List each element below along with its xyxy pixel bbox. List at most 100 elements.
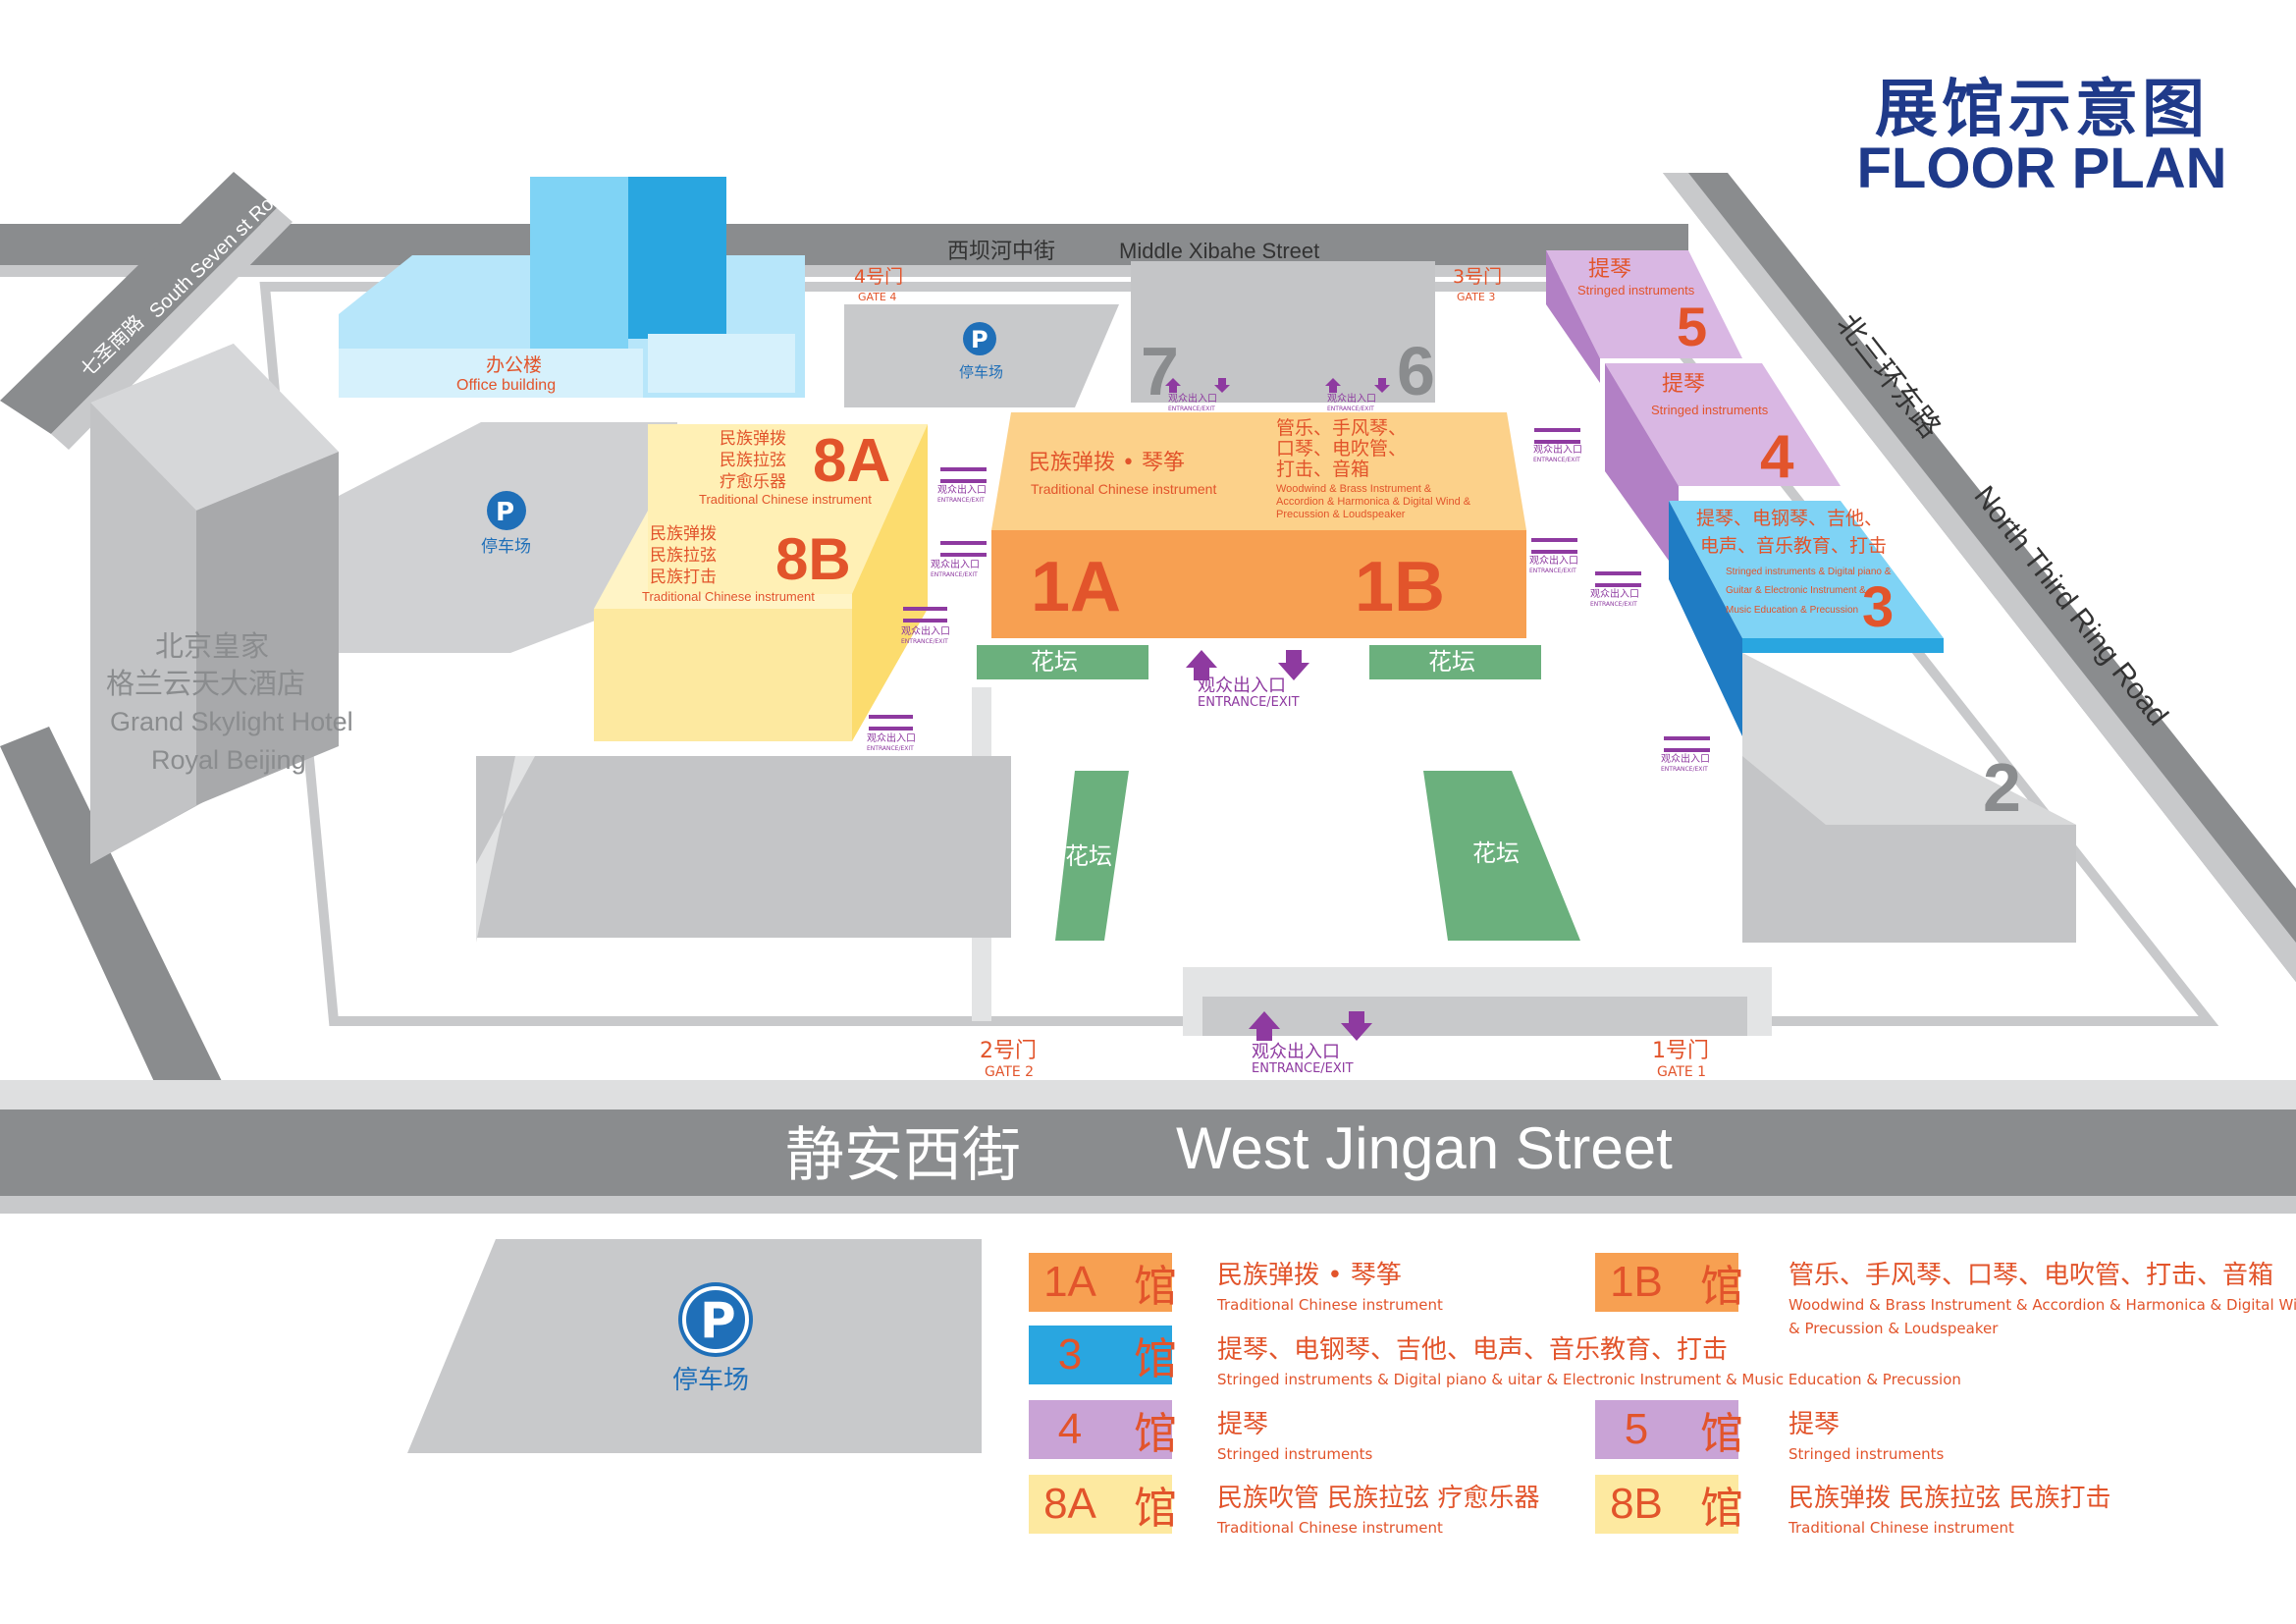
- west-road: [0, 172, 277, 434]
- hall-8a-cn2: 民族拉弦: [720, 451, 786, 470]
- entrance-side-en: ENTRANCE/EXIT: [931, 571, 978, 578]
- hotel-en1: Grand Skylight Hotel: [110, 707, 353, 736]
- legend-4-text: 提琴 Stringed instruments: [1217, 1404, 1372, 1464]
- building-center-left-roof: [476, 756, 535, 943]
- parking-icon: [963, 322, 996, 355]
- entrance-side-en: ENTRANCE/EXIT: [867, 745, 914, 752]
- building-south-gate-inner: [1202, 997, 1747, 1036]
- page-title-cn: 展馆示意图: [1875, 74, 2209, 146]
- north-road: [0, 224, 1688, 265]
- hall-1b-en1: Woodwind & Brass Instrument &: [1276, 483, 1432, 495]
- parking-label: 停车场: [672, 1366, 749, 1395]
- legend-en2: & Precussion & Loudspeaker: [1789, 1320, 1999, 1337]
- legend-kw: 馆: [1134, 1485, 1177, 1533]
- parking-icon-ring: [682, 1286, 749, 1353]
- entrance-side-cn: 观众出入口: [931, 558, 980, 570]
- legend-1a: 1A 馆: [1029, 1251, 1200, 1314]
- hall-4-code: 4: [1760, 423, 1794, 491]
- entrance-side-en: ENTRANCE/EXIT: [937, 497, 985, 504]
- hall-1b-en2: Accordion & Harmonica & Digital Wind &: [1276, 496, 1471, 508]
- legend-code: 3: [1057, 1330, 1083, 1379]
- legend-en: Traditional Chinese instrument: [1789, 1519, 2014, 1537]
- east-road-edge: [1663, 173, 2296, 982]
- legend-code: 4: [1057, 1405, 1083, 1453]
- legend-5: 5 馆: [1595, 1398, 1766, 1461]
- entrance-south-en: ENTRANCE/EXIT: [1252, 1061, 1354, 1076]
- legend-en: Stringed instruments: [1217, 1445, 1373, 1463]
- hall-8b-side: [852, 424, 928, 741]
- garden-3: [1055, 771, 1129, 941]
- hall-2-code: 2: [1983, 749, 2021, 826]
- garden-4: [1423, 771, 1580, 941]
- legend-kw: 馆: [1700, 1263, 1743, 1311]
- legend-en: Traditional Chinese instrument: [1217, 1296, 1443, 1314]
- hotel-cn1: 北京皇家: [155, 629, 269, 663]
- building-north-mid: [844, 304, 1119, 407]
- hall-4-cn: 提琴: [1662, 372, 1705, 397]
- hall-1b-code: 1B: [1355, 548, 1445, 626]
- hall-8b-en: Traditional Chinese instrument: [642, 589, 815, 604]
- entrance-side-en: ENTRANCE/EXIT: [901, 638, 948, 645]
- legend-box-4: [1029, 1400, 1172, 1459]
- garden-label-2: 花坛: [1428, 648, 1475, 676]
- entrance-main-en: ENTRANCE/EXIT: [1198, 695, 1300, 710]
- hall-3-code: 3: [1862, 575, 1894, 639]
- hall-8b-cn2: 民族拉弦: [650, 546, 717, 566]
- entrance-side-cn: 观众出入口: [901, 624, 950, 637]
- hall-8a-cn1: 民族弹拨: [720, 429, 786, 449]
- legend-cn: 提琴: [1217, 1410, 1269, 1439]
- parking-letter: P: [700, 1292, 736, 1349]
- legend-kw: 馆: [1700, 1410, 1743, 1458]
- hall-5-en: Stringed instruments: [1577, 283, 1695, 298]
- entrance-side-cn: 观众出入口: [1661, 752, 1710, 765]
- legend-box-8b: [1595, 1475, 1738, 1534]
- legend-en: Stringed instruments & Digital piano & u…: [1217, 1371, 1961, 1388]
- entrance-side-en: ENTRANCE/EXIT: [1529, 568, 1576, 574]
- parking-icon: [487, 491, 526, 530]
- south-road: [0, 1110, 2296, 1208]
- entrance-side-en: ENTRANCE/EXIT: [1590, 601, 1637, 608]
- legend-kw: 馆: [1134, 1263, 1177, 1311]
- legend-code: 8A: [1043, 1480, 1096, 1528]
- hall-1b-cn2: 口琴、电吹管、: [1276, 438, 1407, 460]
- legend-en: Stringed instruments: [1789, 1445, 1945, 1463]
- legend-8a-text: 民族吹管 民族拉弦 疗愈乐器 Traditional Chinese instr…: [1217, 1478, 1540, 1538]
- entrance-south-cn: 观众出入口: [1252, 1042, 1340, 1062]
- hall-5-top: [1546, 250, 1742, 358]
- legend-box-1a: [1029, 1253, 1172, 1312]
- gate-4-cn: 4号门: [854, 266, 903, 288]
- hall-1a-code: 1A: [1031, 548, 1121, 626]
- garden-2: [1369, 645, 1541, 679]
- hall-8b-cn1: 民族弹拨: [650, 524, 717, 544]
- legend-box-3: [1029, 1326, 1172, 1384]
- entrance-side-cn: 观众出入口: [1529, 554, 1578, 567]
- hall-1a1b-front: [991, 530, 1526, 638]
- office-en: Office building: [456, 377, 556, 394]
- hall-1b-cn3: 打击、音箱: [1276, 459, 1369, 480]
- hall-8a-en: Traditional Chinese instrument: [699, 492, 872, 507]
- legend-cn: 提琴: [1789, 1410, 1841, 1439]
- legend-1a-text: 民族弹拨 • 琴筝 Traditional Chinese instrument: [1217, 1255, 1443, 1315]
- hall-1b-cn1: 管乐、手风琴、: [1276, 417, 1407, 439]
- gate-4-en: GATE 4: [858, 291, 896, 303]
- street-south-en: West Jingan Street: [1176, 1115, 1673, 1181]
- hall-6-code: 6: [1397, 333, 1435, 409]
- gate-2-en: GATE 2: [985, 1064, 1034, 1080]
- legend-code: 1B: [1610, 1258, 1663, 1306]
- office-cn: 办公楼: [486, 354, 542, 376]
- side-entrance-arrows: [869, 428, 1710, 752]
- hall-5-side: [1546, 250, 1600, 383]
- entrance-main-cn: 观众出入口: [1198, 676, 1286, 696]
- building-center-left-top: [476, 756, 1011, 938]
- legend-3: 3 馆: [1029, 1324, 1200, 1386]
- hall-8a-code: 8A: [813, 427, 890, 495]
- gate-3-en: GATE 3: [1457, 291, 1495, 303]
- parking-label: 停车场: [959, 363, 1003, 381]
- south-road-edge-bottom: [0, 1196, 2296, 1214]
- parking-label: 停车场: [481, 537, 531, 557]
- hall-3-cn2: 电声、音乐教育、打击: [1700, 535, 1887, 557]
- west-road-edge: [51, 208, 293, 450]
- legend-5-text: 提琴 Stringed instruments: [1789, 1404, 1944, 1464]
- entrance-side-en: ENTRANCE/EXIT: [1661, 766, 1708, 773]
- hall-8a-cn3: 疗愈乐器: [720, 472, 786, 492]
